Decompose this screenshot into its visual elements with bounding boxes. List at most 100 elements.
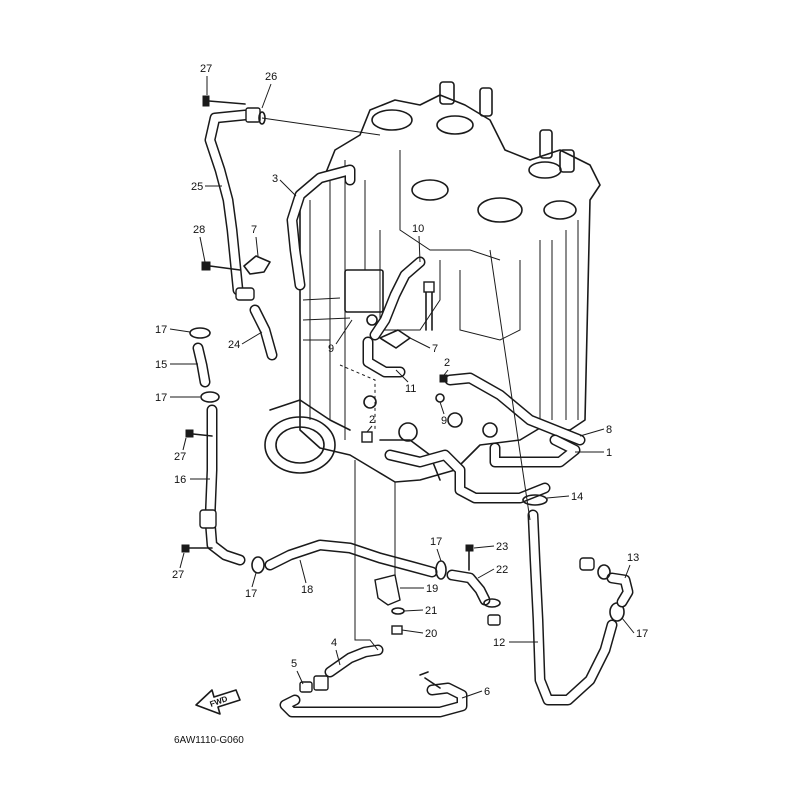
- callout-label: 27: [200, 63, 212, 75]
- callout-19: 19: [400, 583, 438, 595]
- callout-label: 20: [425, 628, 437, 640]
- callout-11: 11: [395, 369, 416, 395]
- callout-20: 20: [401, 628, 437, 640]
- callout-label: 6: [484, 686, 490, 698]
- callout-label: 9: [441, 415, 447, 427]
- clamp-14: [522, 494, 548, 506]
- callout-16: 16: [174, 474, 210, 486]
- callout-label: 17: [155, 324, 167, 336]
- hose-11: [362, 336, 406, 378]
- callout-17-d: 17: [245, 572, 257, 600]
- callout-8: 8: [579, 424, 612, 437]
- callout-label: 21: [425, 605, 437, 617]
- callout-label: 4: [331, 637, 337, 649]
- joint-22: [446, 569, 501, 626]
- callout-label: 13: [627, 552, 639, 564]
- pipe-8: [444, 372, 586, 446]
- callout-27-bottom: 27: [172, 552, 185, 581]
- callout-label: 18: [301, 584, 313, 596]
- clip-7-upper: [243, 255, 271, 275]
- callout-5: 5: [291, 658, 304, 685]
- callout-label: 10: [412, 223, 424, 235]
- callout-4: 4: [331, 637, 341, 666]
- callout-label: 3: [272, 173, 278, 185]
- callout-label: 2: [444, 357, 450, 369]
- pipe-16: [181, 404, 246, 566]
- callout-25: 25: [191, 181, 222, 193]
- bolt-23: [465, 544, 474, 571]
- hose-24: [235, 287, 278, 361]
- callout-label: 12: [493, 637, 505, 649]
- bolt-20: [391, 625, 403, 635]
- callout-12: 12: [493, 637, 538, 649]
- bracket-19: [374, 482, 401, 606]
- clamp-17-left-lower: [200, 391, 220, 403]
- clamp-17-left-bottom: [251, 556, 265, 574]
- engine-block: [261, 81, 601, 483]
- pipe-1: [384, 434, 581, 504]
- callout-14: 14: [546, 491, 583, 503]
- callout-label: 17: [245, 588, 257, 600]
- bolt-2-lower: [361, 431, 373, 443]
- callout-6: 6: [461, 686, 490, 699]
- hose-15: [192, 342, 211, 388]
- callout-label: 15: [155, 359, 167, 371]
- callout-label: 11: [405, 383, 416, 395]
- callout-label: 28: [193, 224, 205, 236]
- callout-17-e: 17: [621, 617, 648, 640]
- hose-4: [324, 460, 384, 678]
- bolt-9-center: [366, 314, 378, 326]
- callout-23: 23: [473, 541, 508, 553]
- callout-2-upper: 2: [443, 357, 450, 376]
- callout-label: 5: [291, 658, 297, 670]
- callout-17-c: 17: [430, 536, 442, 562]
- joint-5: [299, 675, 329, 693]
- callout-label: 8: [606, 424, 612, 436]
- callout-27-mid: 27: [174, 437, 187, 463]
- callout-7-center: 7: [409, 337, 438, 355]
- bolt-28: [201, 261, 241, 271]
- hose-12: [489, 249, 618, 706]
- callout-label: 24: [228, 339, 240, 351]
- clip-7-center: [379, 329, 411, 349]
- callout-label: 22: [496, 564, 508, 576]
- callout-7-upper: 7: [251, 224, 259, 257]
- callout-3: 3: [272, 173, 297, 197]
- pipe-vertical-right-of-10: [423, 281, 435, 331]
- callout-27-top: 27: [200, 63, 212, 95]
- callout-label: 23: [496, 541, 508, 553]
- washer-21: [391, 607, 405, 615]
- hose-25: [204, 109, 251, 296]
- callout-label: 17: [636, 628, 648, 640]
- bolt-27-top: [202, 95, 246, 107]
- callout-17-b: 17: [155, 392, 200, 404]
- callout-2-lower: 2: [366, 414, 375, 433]
- callout-1: 1: [575, 447, 612, 459]
- callout-28: 28: [193, 224, 206, 263]
- pipe-13: [579, 557, 634, 608]
- callout-10: 10: [412, 223, 424, 263]
- fwd-arrow-icon: FWD: [195, 689, 241, 715]
- callout-18: 18: [299, 559, 313, 596]
- clamp-17-mid: [435, 560, 447, 580]
- bolt-9-right: [435, 393, 445, 403]
- callout-label: 19: [426, 583, 438, 595]
- callout-17-a: 17: [155, 324, 191, 336]
- callout-label: 7: [251, 224, 257, 236]
- callout-15: 15: [155, 359, 198, 371]
- callout-26: 26: [261, 71, 277, 109]
- callout-24: 24: [228, 331, 263, 351]
- callout-13: 13: [624, 552, 639, 579]
- callout-label: 27: [174, 451, 186, 463]
- callout-21: 21: [403, 605, 437, 617]
- callout-22: 22: [477, 564, 508, 579]
- clamp-17-left-upper: [189, 327, 211, 339]
- joint-26: [245, 107, 266, 125]
- callout-label: 7: [432, 343, 438, 355]
- callout-label: 17: [155, 392, 167, 404]
- bolt-2-upper: [439, 374, 448, 383]
- callout-label: 14: [571, 491, 583, 503]
- callout-label: 9: [328, 343, 334, 355]
- callout-label: 26: [265, 71, 277, 83]
